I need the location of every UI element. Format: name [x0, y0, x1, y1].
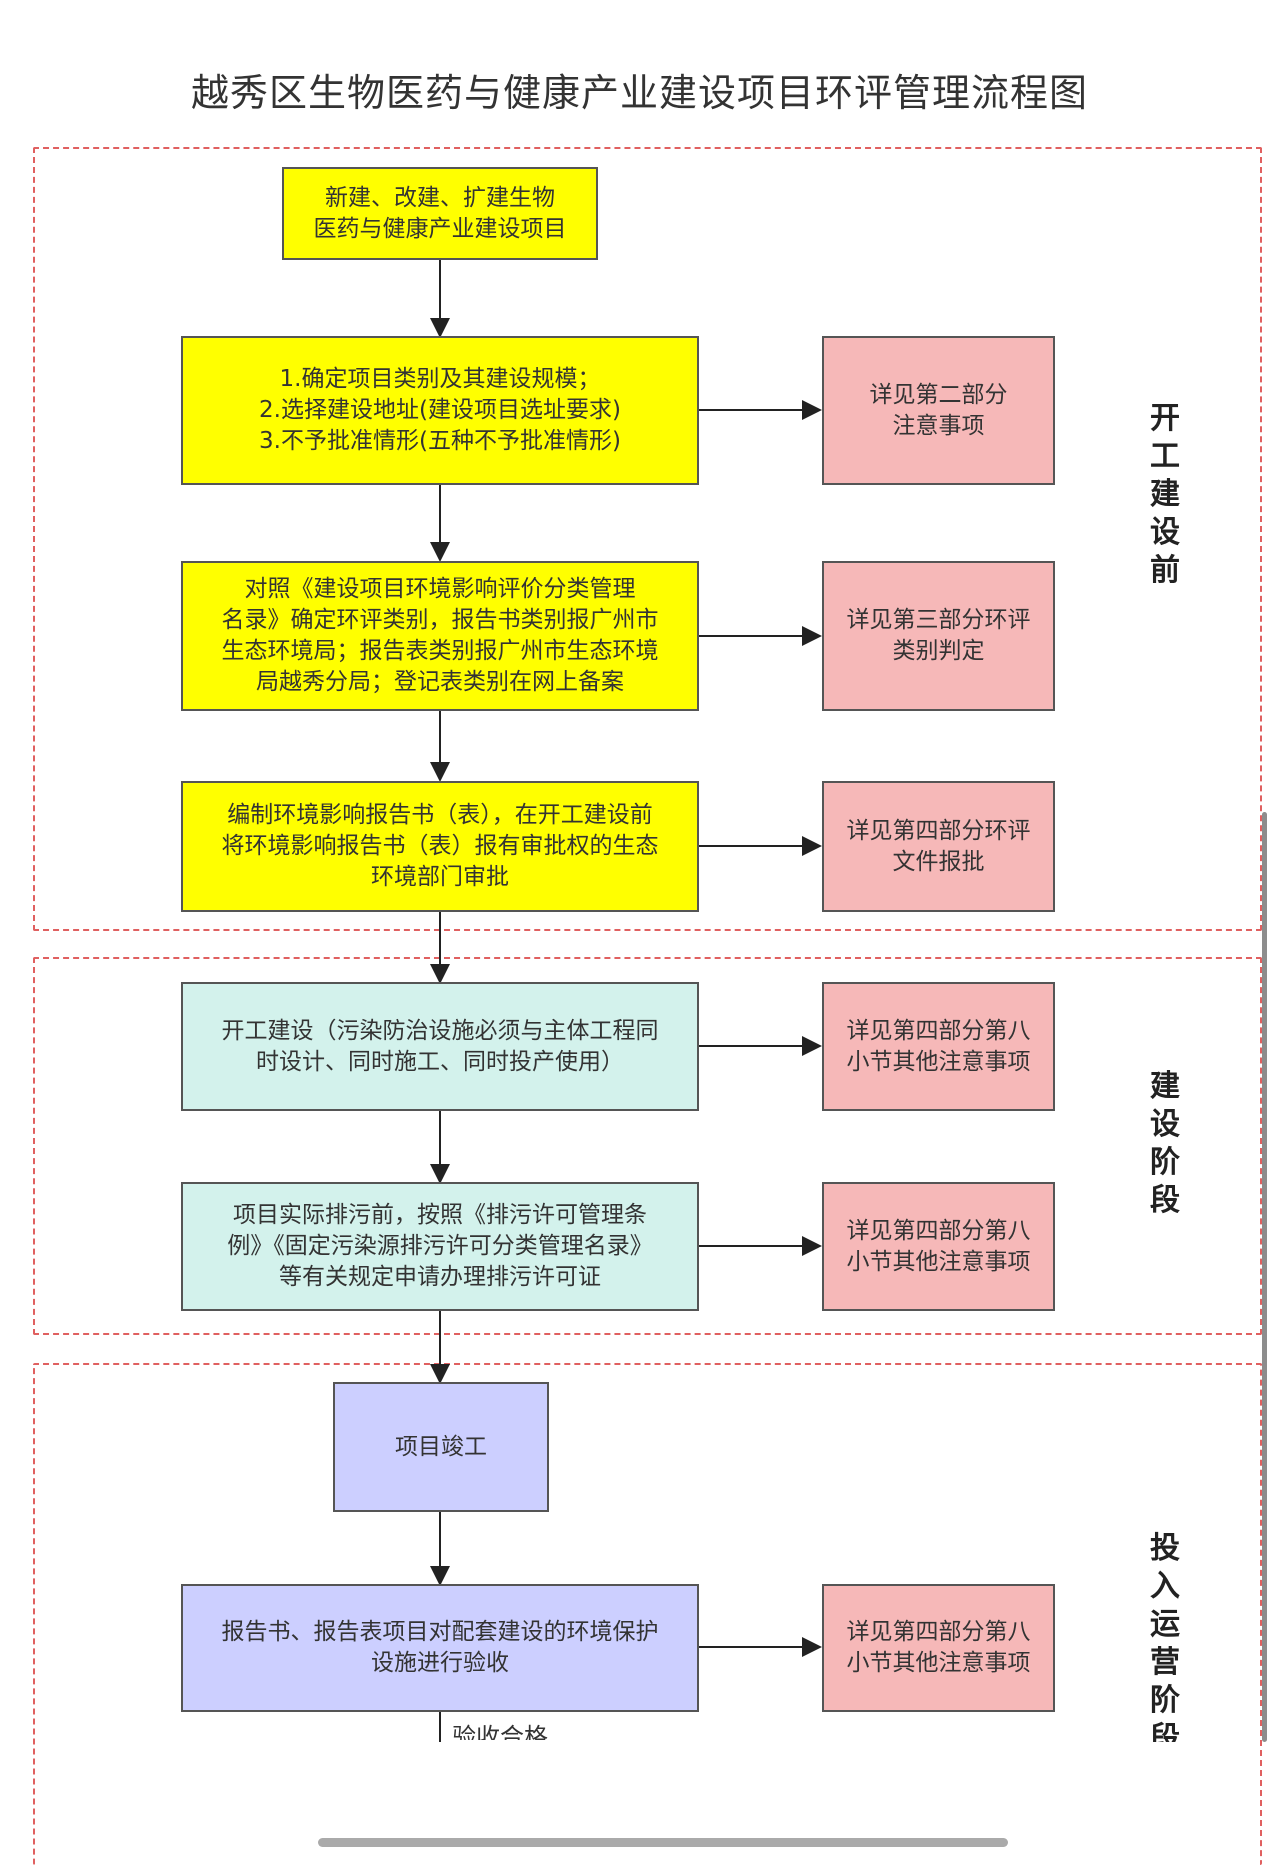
- node-start: 新建、改建、扩建生物 医药与健康产业建设项目: [282, 167, 598, 260]
- node-step6-completion: 项目竣工: [333, 1382, 549, 1512]
- partial-label-acceptance-passed: 验收合格: [452, 1723, 548, 1740]
- note-part2: 详见第二部分 注意事项: [822, 336, 1055, 485]
- node-step1-project-scope: 1.确定项目类别及其建设规模； 2.选择建设地址(建设项目选址要求) 3.不予批…: [181, 336, 699, 485]
- node-step4-construction: 开工建设（污染防治设施必须与主体工程同 时设计、同时施工、同时投产使用）: [181, 982, 699, 1111]
- node-step3-eia-report: 编制环境影响报告书（表），在开工建设前 将环境影响报告书（表）报有审批权的生态 …: [181, 781, 699, 912]
- note-part4-section8-c: 详见第四部分第八 小节其他注意事项: [822, 1584, 1055, 1712]
- node-step2-eia-category: 对照《建设项目环境影响评价分类管理 名录》确定环评类别，报告书类别报广州市 生态…: [181, 561, 699, 711]
- stage-pre-construction: [33, 147, 1262, 931]
- node-step7-acceptance: 报告书、报告表项目对配套建设的环境保护 设施进行验收: [181, 1584, 699, 1712]
- note-part4-section8-a: 详见第四部分第八 小节其他注意事项: [822, 982, 1055, 1111]
- stage-construction: [33, 957, 1262, 1335]
- note-part3: 详见第三部分环评 类别判定: [822, 561, 1055, 711]
- vertical-scrollbar[interactable]: [1262, 812, 1267, 1742]
- note-part4-report: 详见第四部分环评 文件报批: [822, 781, 1055, 912]
- stage-operation: [33, 1363, 1262, 1865]
- horizontal-scrollbar[interactable]: [318, 1838, 1008, 1847]
- note-part4-section8-b: 详见第四部分第八 小节其他注意事项: [822, 1182, 1055, 1311]
- node-step5-discharge-permit: 项目实际排污前，按照《排污许可管理条 例》《固定污染源排污许可分类管理名录》 等…: [181, 1182, 699, 1311]
- stage-label-construction: 建 设 阶 段: [1150, 1069, 1180, 1218]
- page-title: 越秀区生物医药与健康产业建设项目环评管理流程图: [190, 71, 1088, 115]
- stage-label-pre-construction: 开 工 建 设 前: [1150, 401, 1180, 588]
- stage-label-operation: 投 入 运 营 阶 段: [1150, 1531, 1180, 1742]
